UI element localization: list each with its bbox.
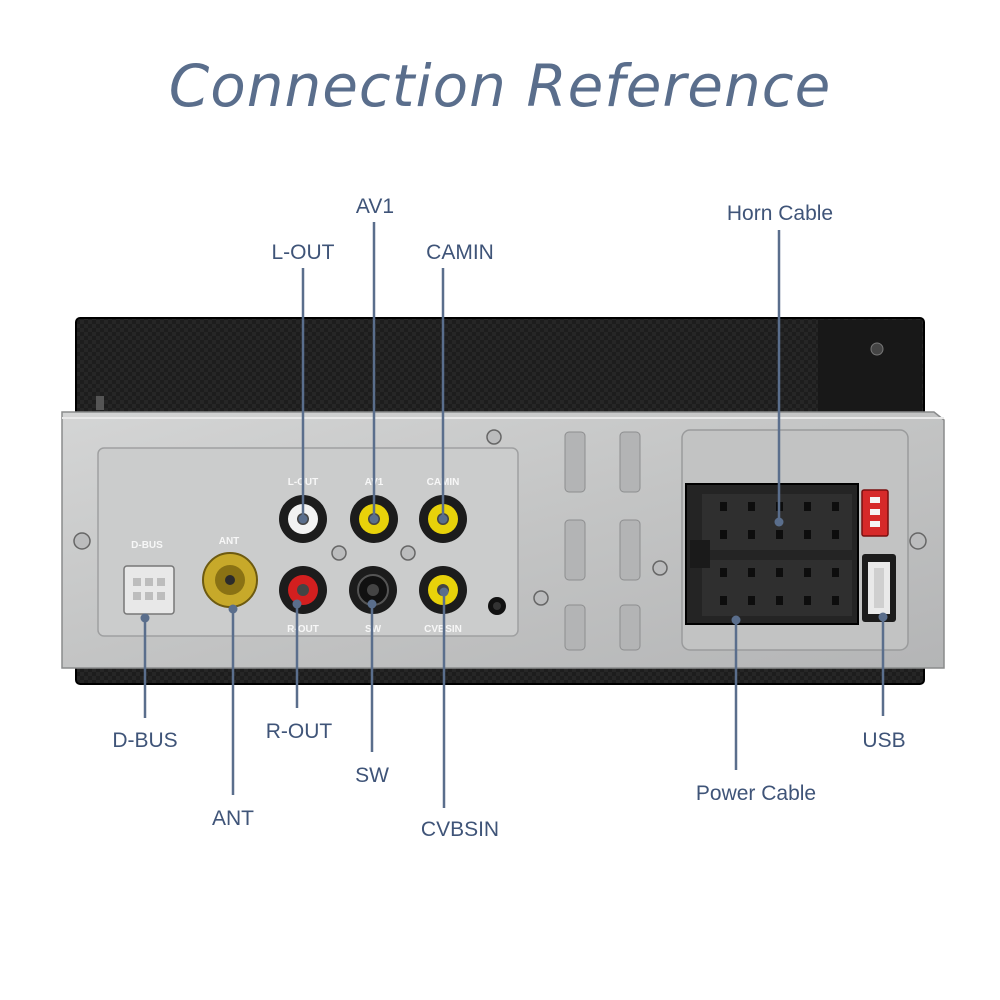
leader-usb xyxy=(878,612,888,716)
leader-l-out xyxy=(298,268,308,524)
screw-icon xyxy=(909,532,927,550)
label-cvbsin: CVBSIN xyxy=(420,818,500,841)
rca-sw[interactable] xyxy=(349,566,397,614)
silk-sw: SW xyxy=(365,624,382,635)
screw-icon xyxy=(400,545,416,561)
screw-icon xyxy=(73,532,91,550)
silk-r-out: R-OUT xyxy=(287,624,319,635)
screw-icon xyxy=(652,560,668,576)
usb-port[interactable] xyxy=(862,554,896,622)
iso-connector[interactable] xyxy=(685,483,859,625)
label-usb: USB xyxy=(862,729,906,752)
leader-r-out xyxy=(292,599,302,708)
leader-power-cable xyxy=(731,615,741,770)
rca-r-out[interactable] xyxy=(279,566,327,614)
label-av1: AV1 xyxy=(355,195,395,218)
mic-jack[interactable] xyxy=(488,597,506,615)
leader-ant xyxy=(228,604,238,795)
silk-d-bus: D-BUS xyxy=(131,540,163,551)
silk-ant: ANT xyxy=(219,536,240,547)
leader-sw xyxy=(367,599,377,752)
label-r-out: R-OUT xyxy=(265,720,333,743)
label-sw: SW xyxy=(355,764,389,787)
fuse xyxy=(861,489,889,537)
screw-icon xyxy=(486,429,502,445)
screw-icon xyxy=(533,590,549,606)
ant-port[interactable] xyxy=(202,552,258,608)
leader-d-bus xyxy=(140,613,150,718)
page-title: Connection Reference xyxy=(168,52,832,120)
leader-lines xyxy=(140,222,888,808)
leader-horn-cable xyxy=(774,230,784,527)
label-l-out: L-OUT xyxy=(271,241,335,264)
label-power-cable: Power Cable xyxy=(695,782,817,805)
label-ant: ANT xyxy=(212,807,254,830)
leader-cvbsin xyxy=(439,587,449,808)
screw-icon xyxy=(331,545,347,561)
leader-av1 xyxy=(369,222,379,524)
screw-icon xyxy=(870,342,884,356)
leader-camin xyxy=(438,268,448,524)
label-d-bus: D-BUS xyxy=(112,729,178,752)
label-horn-cable: Horn Cable xyxy=(726,202,834,225)
d-bus-port[interactable] xyxy=(123,565,175,615)
label-camin: CAMIN xyxy=(426,241,494,264)
